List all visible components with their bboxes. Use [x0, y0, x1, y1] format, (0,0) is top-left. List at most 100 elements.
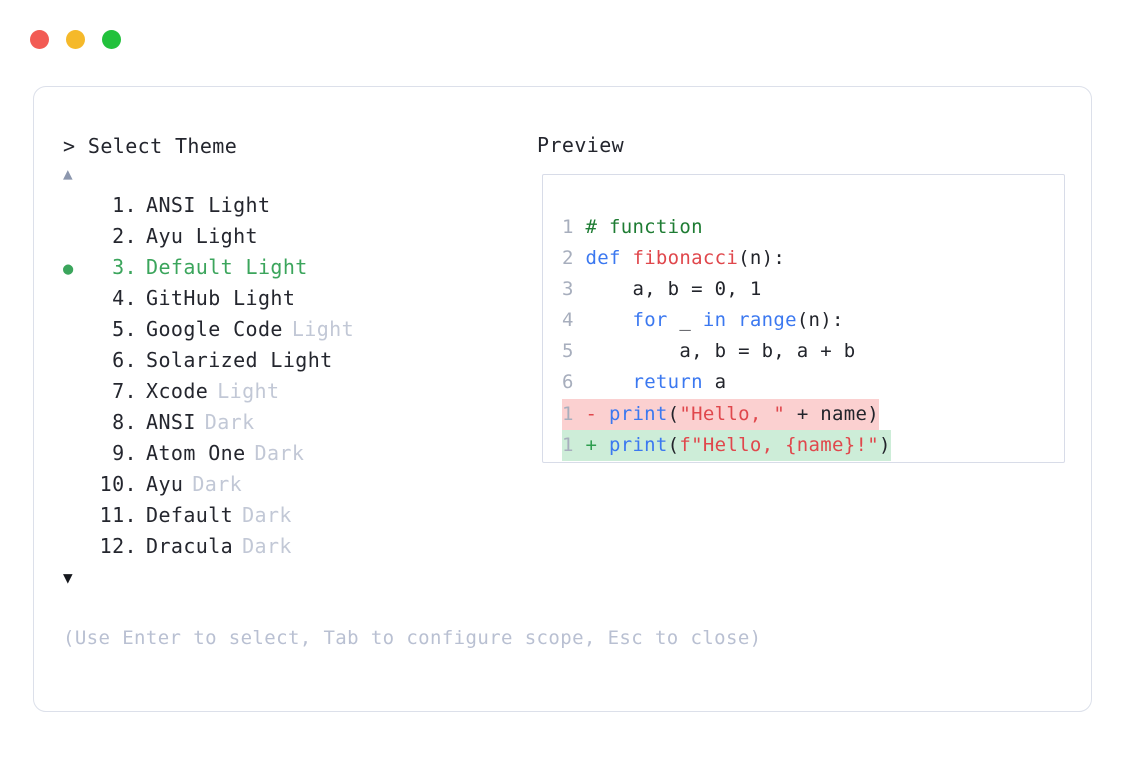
theme-item-name: ANSI Light	[146, 193, 271, 217]
theme-item-name: Default	[146, 503, 234, 527]
diff-line-number: 1	[562, 403, 586, 425]
close-button-icon[interactable]	[30, 30, 49, 49]
bullet-placeholder-icon: ●	[63, 414, 93, 434]
theme-item-variant: Light	[291, 317, 355, 341]
theme-item-variant: Dark	[192, 472, 243, 496]
window-controls	[30, 30, 121, 49]
code-token: a, b = 0, 1	[585, 278, 762, 300]
theme-item-index: 4.	[112, 286, 137, 310]
theme-item-name: Dracula	[146, 534, 234, 558]
theme-item-name: Default Light	[146, 255, 308, 279]
selected-bullet-icon: ●	[63, 259, 74, 279]
code-token: for	[632, 309, 668, 331]
bullet-placeholder-icon: ●	[63, 476, 93, 496]
diff-token: f"Hello, {name}!"	[679, 434, 879, 456]
bullet-placeholder-icon: ●	[63, 445, 93, 465]
theme-list-item[interactable]: ● 6. Solarized Light	[63, 348, 533, 379]
code-token: return	[632, 371, 703, 393]
scroll-up-icon[interactable]: ▲	[63, 164, 74, 183]
minimize-button-icon[interactable]	[66, 30, 85, 49]
code-token: a, b = b, a + b	[585, 340, 856, 362]
theme-item-index: 2.	[112, 224, 137, 248]
diff-line-added: 1 + print(f"Hello, {name}!")	[562, 430, 891, 461]
code-line: 3 a, b = 0, 1	[562, 274, 855, 305]
bullet-placeholder-icon: ●	[63, 383, 93, 403]
diff-token: print	[608, 403, 668, 425]
theme-item-name: ANSI	[146, 410, 196, 434]
diff-minus-sign: -	[585, 403, 609, 425]
bullet-placeholder-icon: ●	[63, 228, 93, 248]
theme-list-item[interactable]: ● 2. Ayu Light	[63, 224, 533, 255]
theme-item-variant: Dark	[242, 503, 292, 527]
code-token: # function	[585, 216, 703, 238]
code-line-number: 6	[562, 371, 586, 393]
theme-item-index: 6.	[112, 348, 137, 372]
theme-item-name: Ayu Light	[146, 224, 258, 248]
diff-line-removed: 1 - print("Hello, " + name)	[562, 399, 879, 430]
code-line: 1 # function	[562, 212, 855, 243]
theme-item-index: 1.	[112, 193, 137, 217]
theme-list-item[interactable]: ● 11. Default Dark	[63, 503, 533, 534]
code-line-number: 2	[562, 247, 586, 269]
theme-item-name: Xcode	[146, 379, 209, 403]
diff-token: )	[878, 434, 891, 456]
theme-item-index: 12.	[99, 534, 137, 558]
code-token: _	[667, 309, 703, 331]
diff-token: + name)	[785, 403, 879, 425]
theme-item-variant: Dark	[204, 410, 255, 434]
theme-list-item[interactable]: ● 12. Dracula Dark	[63, 534, 533, 565]
theme-item-name: Google Code	[146, 317, 283, 341]
diff-plus-sign: +	[585, 434, 609, 456]
diff-line-number: 1	[562, 434, 586, 456]
code-line: 6 return a	[562, 367, 855, 398]
code-token	[585, 309, 632, 331]
page-title: > Select Theme	[63, 134, 238, 158]
bullet-placeholder-icon: ●	[63, 352, 93, 372]
theme-item-name: Solarized Light	[146, 348, 333, 372]
code-token: fibonacci	[632, 247, 739, 269]
theme-picker-card: > Select Theme ▲ ● 1. ANSI Light ● 2. Ayu Lig…	[33, 86, 1092, 712]
theme-item-name: Atom One	[146, 441, 246, 465]
code-token: a	[702, 371, 727, 393]
diff-token: print	[608, 434, 668, 456]
theme-list-item[interactable]: ● 3. Default Light	[63, 255, 533, 286]
code-token: (n):	[738, 247, 786, 269]
theme-item-index: 7.	[112, 379, 137, 403]
theme-list-item[interactable]: ● 4. GitHub Light	[63, 286, 533, 317]
keyboard-hint: (Use Enter to select, Tab to configure s…	[63, 627, 762, 649]
bullet-placeholder-icon: ●	[63, 290, 93, 310]
diff-token: (	[667, 434, 680, 456]
theme-item-index: 5.	[112, 317, 137, 341]
bullet-placeholder-icon: ●	[63, 538, 93, 558]
code-token: def	[585, 247, 633, 269]
maximize-button-icon[interactable]	[102, 30, 121, 49]
theme-item-index: 3.	[112, 255, 137, 279]
code-line-number: 4	[562, 309, 586, 331]
theme-item-index: 11.	[99, 503, 137, 527]
theme-item-variant: Dark	[242, 534, 292, 558]
scroll-down-icon[interactable]: ▼	[63, 568, 74, 587]
theme-list[interactable]: ● 1. ANSI Light ● 2. Ayu Light ● 3. Default Ligh…	[63, 193, 533, 565]
diff-preview: 1 - print("Hello, " + name)1 + print(f"H…	[562, 399, 891, 461]
code-line-number: 3	[562, 278, 586, 300]
theme-item-variant: Dark	[254, 441, 305, 465]
theme-item-name: GitHub Light	[146, 286, 296, 310]
code-token: in range	[702, 309, 797, 331]
theme-item-index: 10.	[99, 472, 137, 496]
code-line: 4 for _ in range(n):	[562, 305, 855, 336]
theme-item-variant: Light	[217, 379, 280, 403]
theme-list-item[interactable]: ● 7. Xcode Light	[63, 379, 533, 410]
theme-list-item[interactable]: ●1.ANSI Light	[63, 193, 533, 224]
code-token: (n):	[796, 309, 844, 331]
theme-selector-panel: > Select Theme ▲ ● 1. ANSI Light ● 2. Ayu Lig…	[63, 133, 533, 589]
bullet-placeholder-icon: ●	[63, 507, 93, 527]
diff-token: (	[667, 403, 680, 425]
code-line: 2 def fibonacci(n):	[562, 243, 855, 274]
diff-token: "Hello, "	[679, 403, 786, 425]
